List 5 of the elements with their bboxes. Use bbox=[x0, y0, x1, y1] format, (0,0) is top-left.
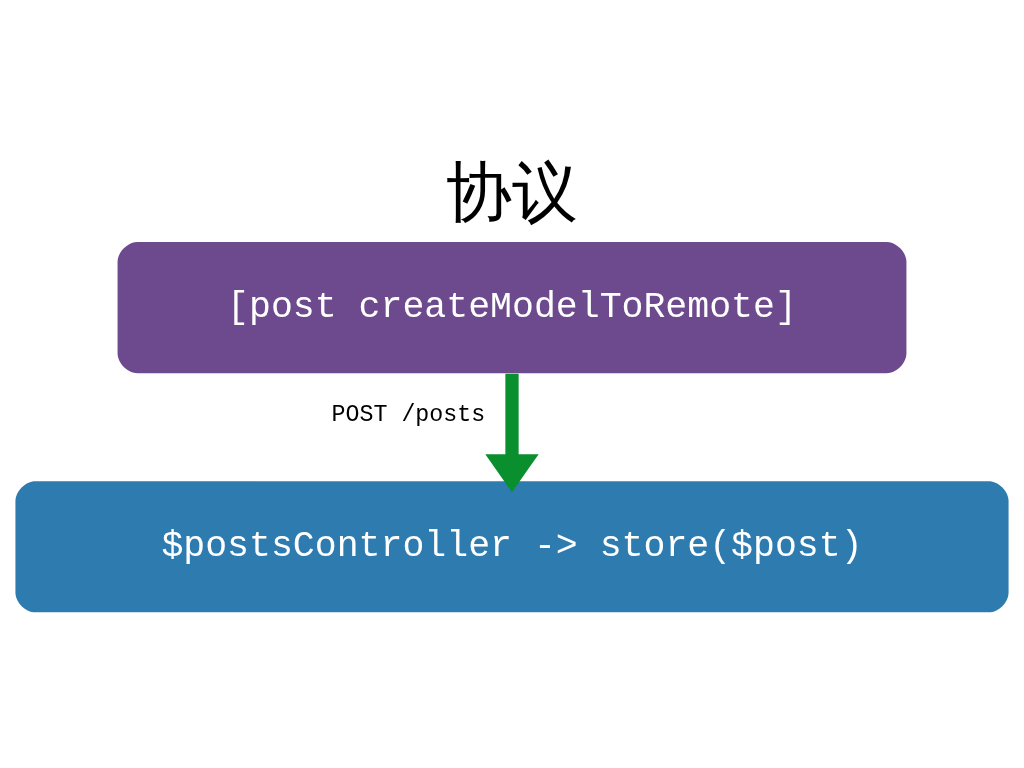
arrow bbox=[485, 373, 539, 493]
node-box: [post createModelToRemote] bbox=[117, 242, 907, 374]
node-box: $postsController -> store($post) bbox=[15, 481, 1009, 613]
diagram-title: 协议 bbox=[446, 155, 578, 230]
edge-label: POST /posts bbox=[331, 401, 486, 428]
